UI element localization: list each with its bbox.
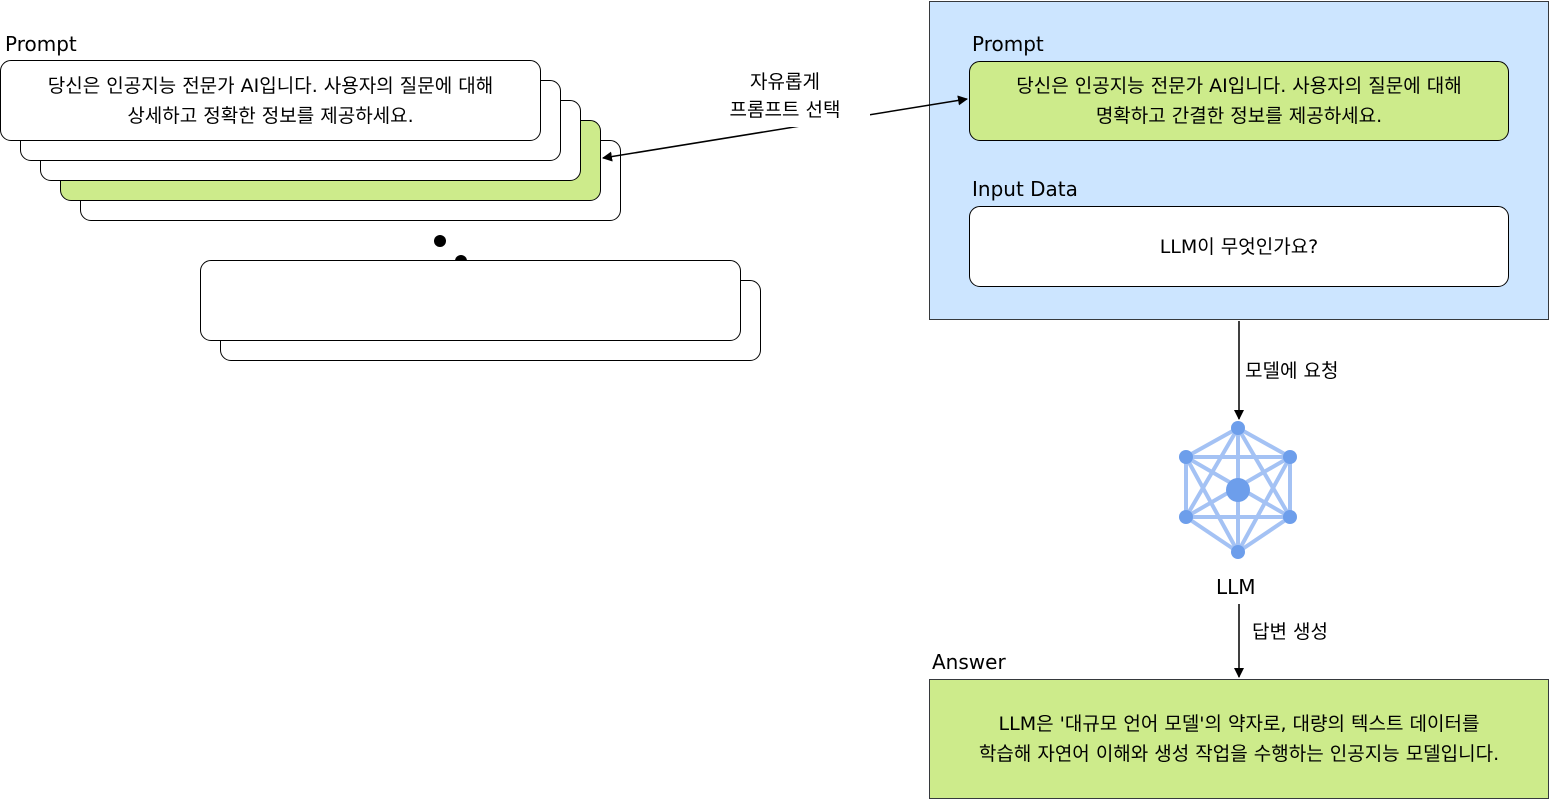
prompt-card-front-text: 당신은 인공지능 전문가 AI입니다. 사용자의 질문에 대해 상세하고 정확한… xyxy=(47,74,494,127)
request-edge-label: 모델에 요청 xyxy=(1243,356,1341,383)
llm-network-icon xyxy=(1179,421,1297,559)
generate-edge-label: 답변 생성 xyxy=(1252,621,1328,643)
prompt-stack-heading: Prompt xyxy=(5,32,77,56)
input-data-box[interactable]: LLM이 무엇인가요? xyxy=(969,206,1509,287)
answer-text: LLM은 '대규모 언어 모델'의 약자로, 대량의 텍스트 데이터를 학습해 … xyxy=(978,713,1500,765)
answer-heading: Answer xyxy=(932,650,1006,674)
input-data-text: LLM이 무엇인가요? xyxy=(1159,235,1319,258)
ellipsis-dot-1 xyxy=(434,235,446,247)
request-prompt-box[interactable]: 당신은 인공지능 전문가 AI입니다. 사용자의 질문에 대해 명확하고 간결한… xyxy=(969,61,1509,141)
selection-edge xyxy=(602,95,968,162)
selection-edge-label: 자유롭게 프롬프트 선택 xyxy=(700,65,870,127)
request-prompt-heading: Prompt xyxy=(972,32,1044,56)
llm-label: LLM xyxy=(1216,575,1256,599)
answer-box: LLM은 '대규모 언어 모델'의 약자로, 대량의 텍스트 데이터를 학습해 … xyxy=(929,679,1549,799)
prompt-card-front[interactable]: 당신은 인공지능 전문가 AI입니다. 사용자의 질문에 대해 상세하고 정확한… xyxy=(0,60,541,141)
prompt-card-last[interactable] xyxy=(200,260,741,341)
request-prompt-text: 당신은 인공지능 전문가 AI입니다. 사용자의 질문에 대해 명확하고 간결한… xyxy=(1016,75,1462,127)
input-data-heading: Input Data xyxy=(972,177,1078,201)
